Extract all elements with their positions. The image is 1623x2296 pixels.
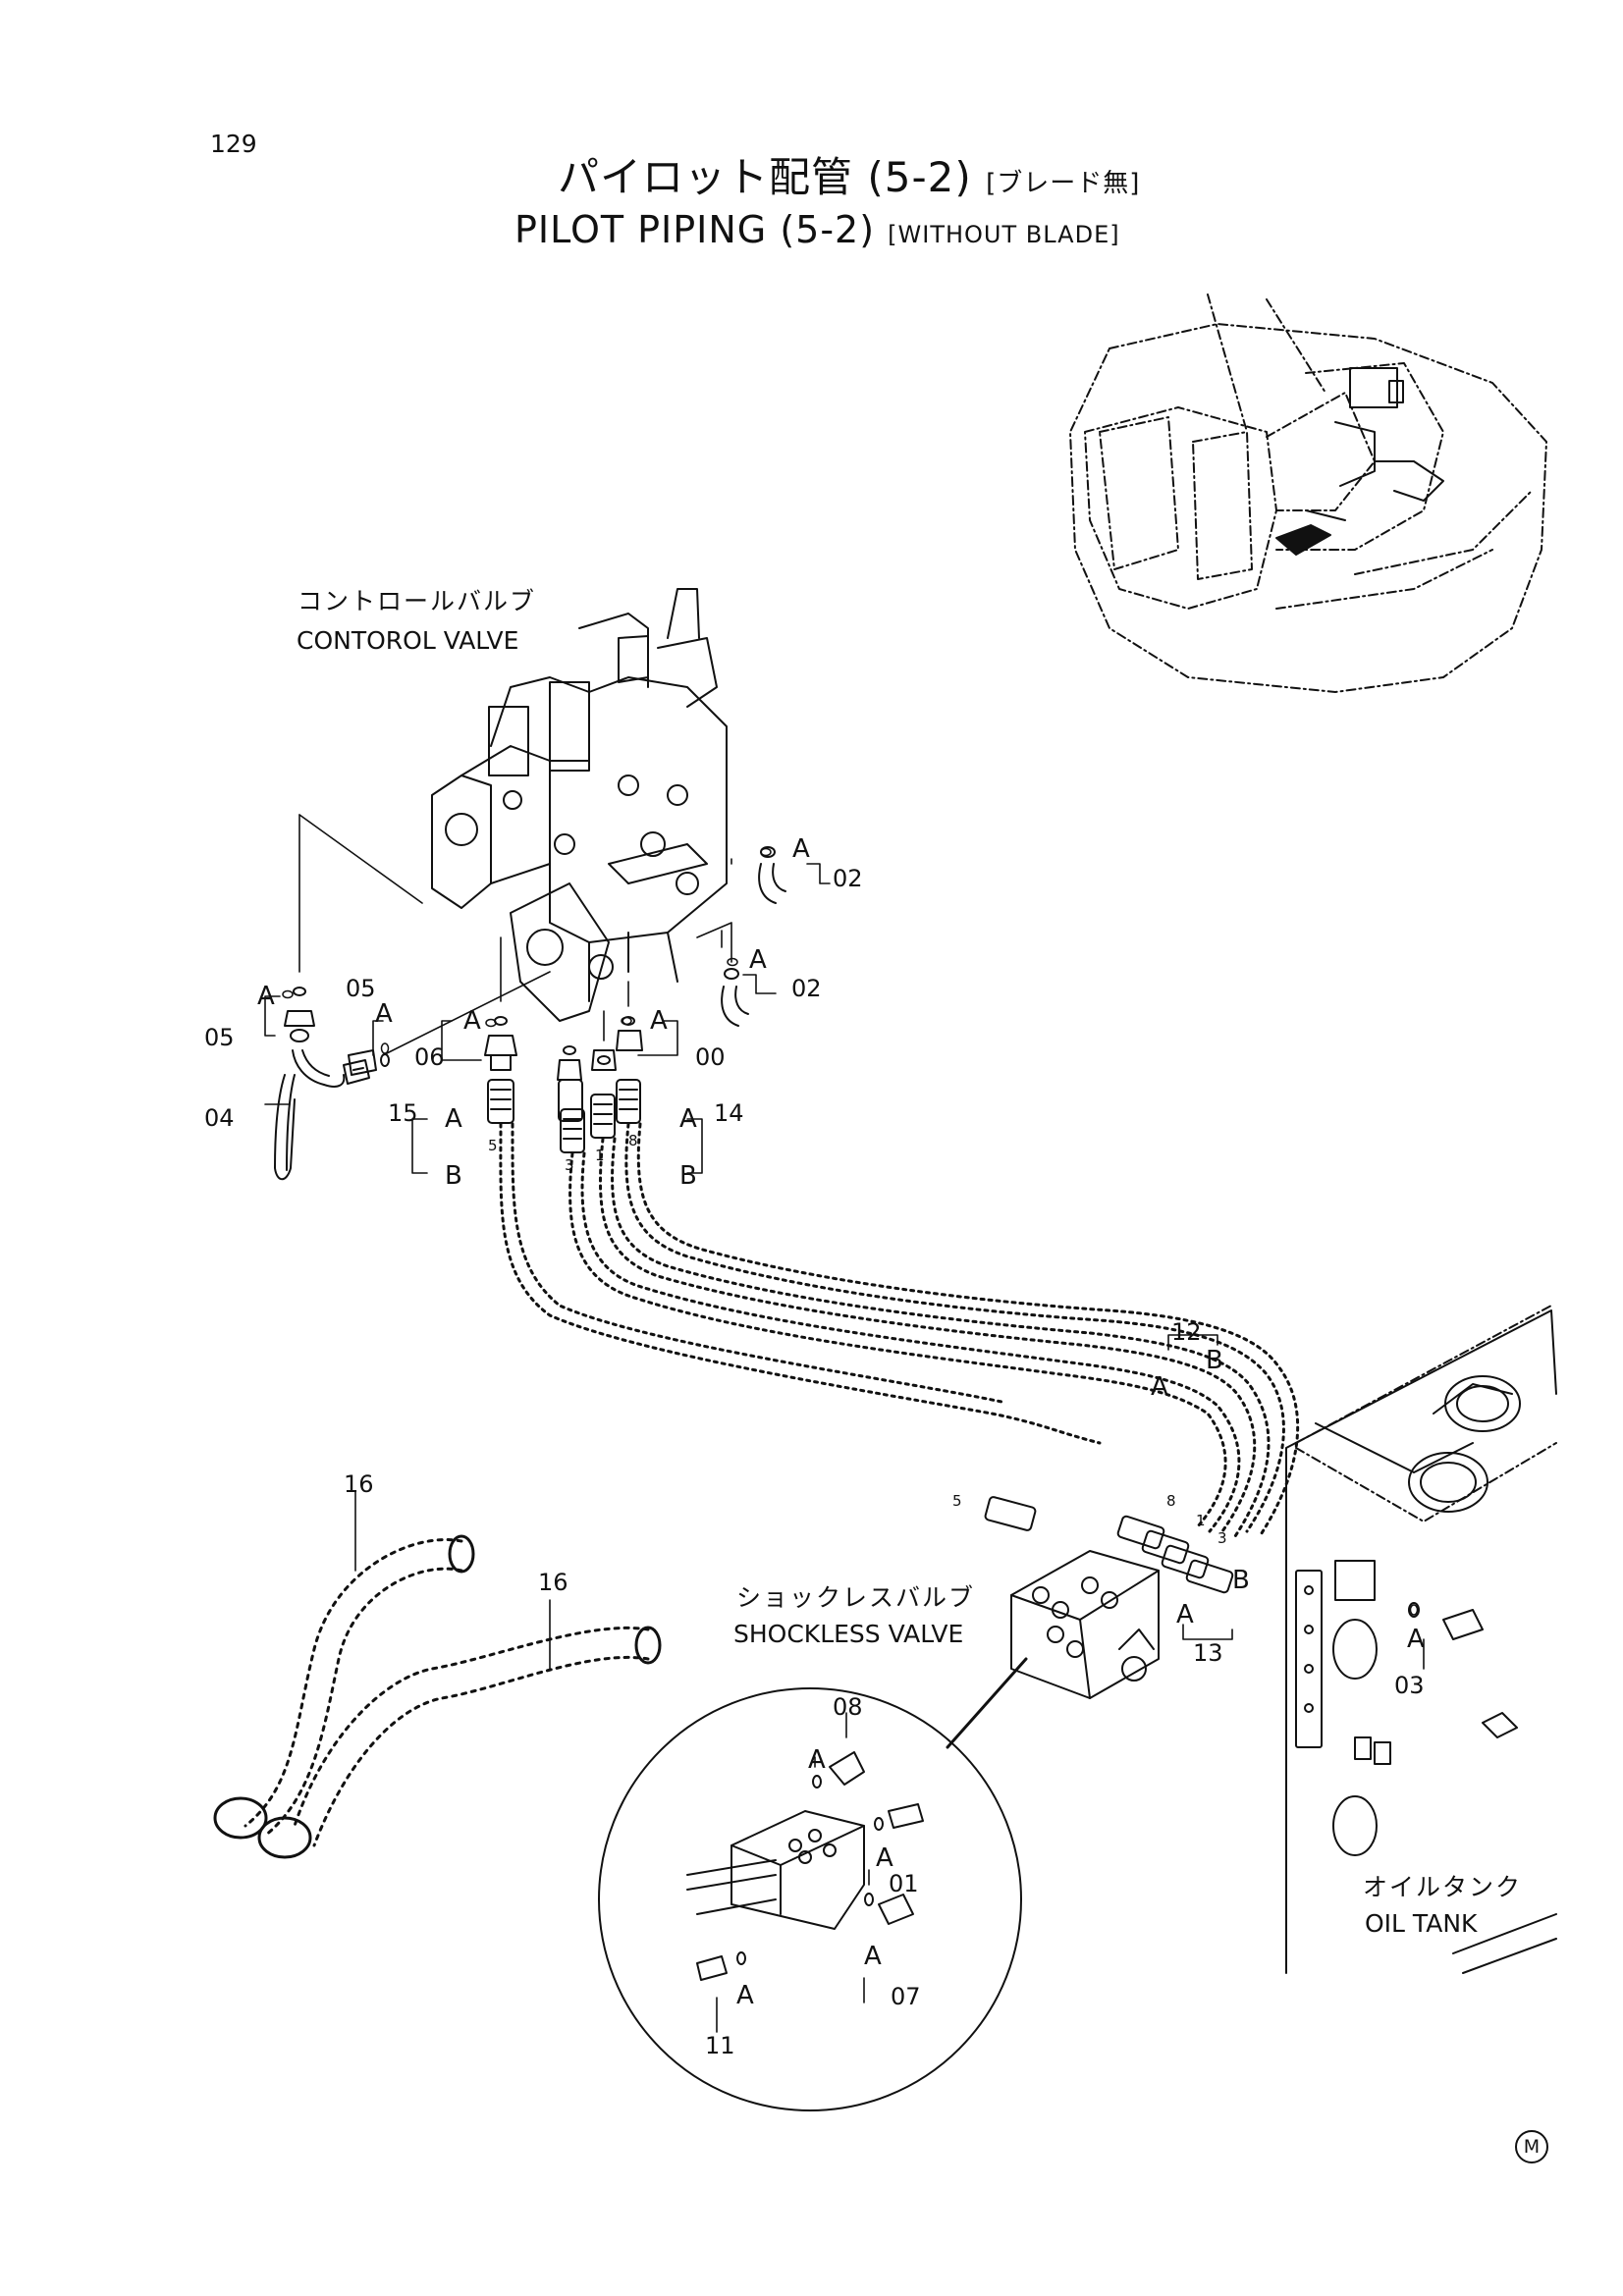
part-number: 06: [414, 1043, 445, 1071]
control-valve-illustration: [431, 588, 728, 1022]
port-letter-a: A: [463, 1006, 481, 1036]
port-letter-a: A: [375, 999, 393, 1029]
page-number: 129: [210, 130, 257, 158]
port-letter-a: A: [736, 1981, 754, 2010]
hose-number: 1: [595, 1147, 605, 1164]
oil-tank-label-jp: オイルタンク: [1363, 1873, 1523, 1901]
excavator-cab-illustration: [1069, 294, 1547, 693]
part-number: 05: [346, 975, 376, 1002]
part-number: 13: [1193, 1639, 1223, 1667]
part-number: 05: [204, 1024, 235, 1051]
port-letter-b: B: [1206, 1346, 1223, 1375]
part-number: 04: [204, 1104, 235, 1132]
part-number: 07: [891, 1983, 921, 2010]
port-letter-a: A: [864, 1942, 882, 1971]
shockless-valve-illustration: [1010, 1550, 1160, 1699]
port-letter-a: A: [1176, 1600, 1194, 1629]
part-number: 02: [833, 865, 863, 892]
oil-tank-label-en: OIL TANK: [1365, 1909, 1478, 1938]
title-jp-main: パイロット配管 (5-2): [558, 153, 972, 201]
title-japanese: パイロット配管 (5-2) [ブレード無]: [558, 157, 1140, 198]
part-number: 15: [388, 1099, 418, 1127]
port-letter-a: A: [876, 1843, 893, 1873]
corrugated-ducts: [213, 1534, 662, 1859]
control-valve-label-jp: コントロールバルブ: [298, 587, 537, 615]
manufacturer-mark: M: [1515, 2130, 1548, 2163]
cab-internal-parts: [1275, 367, 1444, 556]
part-number: 16: [538, 1569, 568, 1596]
hose-number: 5: [488, 1137, 498, 1154]
detail-view: [598, 1687, 1022, 2111]
hose-lower-fittings: [984, 1496, 1234, 1594]
fittings: [274, 846, 786, 1181]
port-letter-a: A: [445, 1104, 462, 1134]
hose-number: 8: [628, 1132, 638, 1149]
port-letter-a: A: [808, 1745, 826, 1775]
port-letter-a: A: [679, 1104, 697, 1134]
part-number: 11: [705, 2032, 735, 2059]
hose-number: 8: [1166, 1492, 1176, 1510]
port-letter-a: A: [749, 945, 767, 975]
port-letter-a: A: [792, 834, 810, 864]
part-number: 08: [833, 1693, 863, 1721]
title-en-note: [WITHOUT BLADE]: [888, 221, 1120, 248]
port-letter-b: B: [679, 1161, 697, 1191]
port-letter-a: A: [650, 1006, 668, 1036]
shockless-valve-label-en: SHOCKLESS VALVE: [733, 1620, 964, 1648]
label-brackets: [264, 863, 1425, 2033]
detail-pointer: [946, 1657, 1028, 1749]
part-number: 12: [1171, 1318, 1202, 1346]
port-letter-b: B: [1232, 1566, 1250, 1595]
hose-number: 3: [565, 1156, 574, 1174]
title-jp-note: [ブレード無]: [986, 169, 1141, 198]
port-letter-a: A: [1407, 1625, 1425, 1654]
port-letter-b: B: [445, 1161, 462, 1191]
port-letter-a: A: [1151, 1372, 1168, 1402]
control-valve-label-en: CONTOROL VALVE: [297, 626, 519, 655]
hose-number: 5: [952, 1492, 962, 1510]
part-number: 01: [889, 1870, 919, 1897]
hose-number: 1: [1196, 1512, 1206, 1529]
part-number: 03: [1394, 1672, 1425, 1699]
hose-number: 3: [1217, 1529, 1227, 1547]
title-en-main: PILOT PIPING (5-2): [514, 208, 876, 251]
part-number: 00: [695, 1043, 726, 1071]
part-number: 14: [714, 1099, 744, 1127]
leader-lines: [298, 814, 732, 1056]
port-letter-a: A: [257, 982, 275, 1011]
hose-end-fittings: [487, 1079, 641, 1153]
pilot-hoses: [499, 1122, 1300, 1538]
shockless-valve-label-jp: ショックレスバルブ: [736, 1583, 976, 1612]
title-english: PILOT PIPING (5-2) [WITHOUT BLADE]: [514, 211, 1120, 248]
oil-tank-illustration: [1285, 1305, 1557, 1974]
part-number: 02: [791, 975, 822, 1002]
o-ring-markers: [282, 847, 1419, 1616]
part-number: 16: [344, 1470, 374, 1498]
